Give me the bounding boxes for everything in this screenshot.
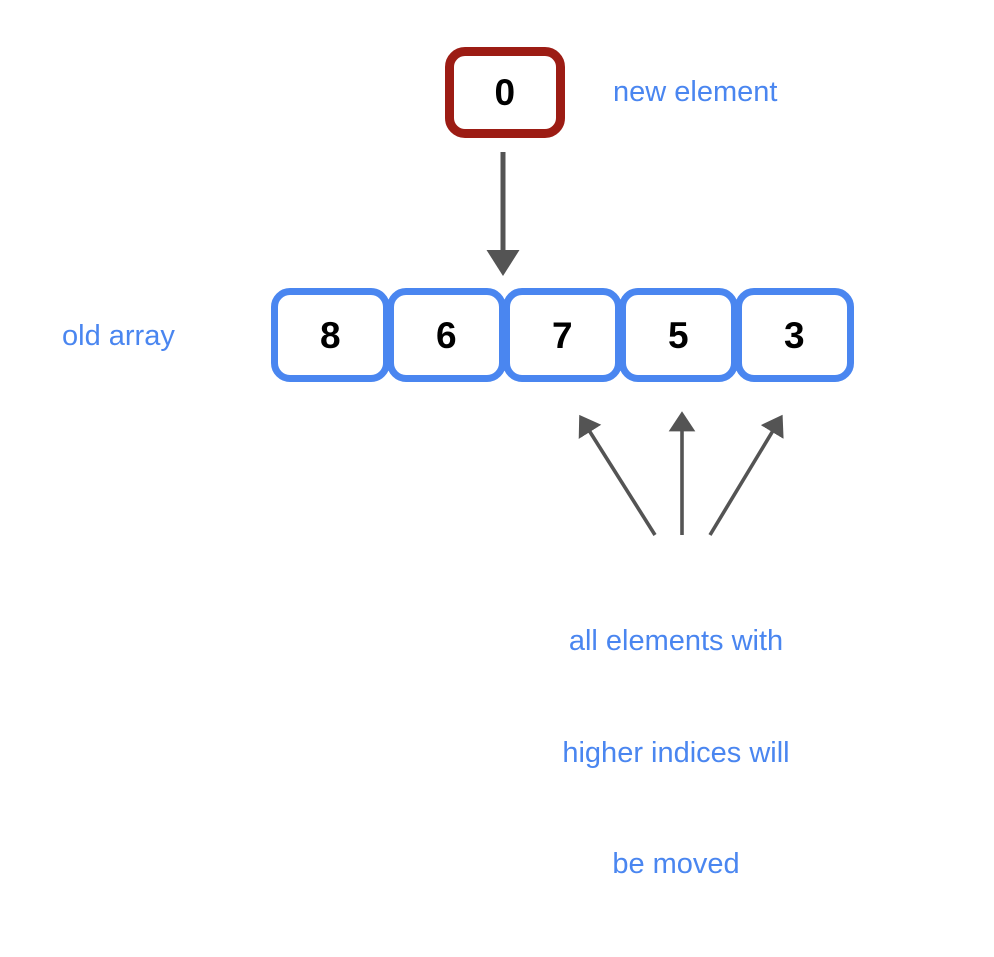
shift-caption: all elements with higher indices will be… [504,549,848,957]
shift-caption-line-2: higher indices will [562,736,790,769]
shift-caption-line-1: all elements with [568,625,784,658]
up-left-arrow-icon [578,414,657,536]
new-element-box: 0 [445,47,565,138]
shift-caption-line-3: be moved [612,847,740,880]
new-element-label: new element [613,76,778,108]
array-cell: 5 [619,288,738,382]
up-right-arrow-icon [708,414,784,536]
old-array-label: old array [62,320,175,352]
array-cell: 7 [503,288,622,382]
diagram-canvas: 0 new element old array 8 6 7 5 3 all el… [62,47,854,880]
array-cell: 8 [271,288,390,382]
array-cell: 6 [387,288,506,382]
array-cell: 3 [735,288,854,382]
